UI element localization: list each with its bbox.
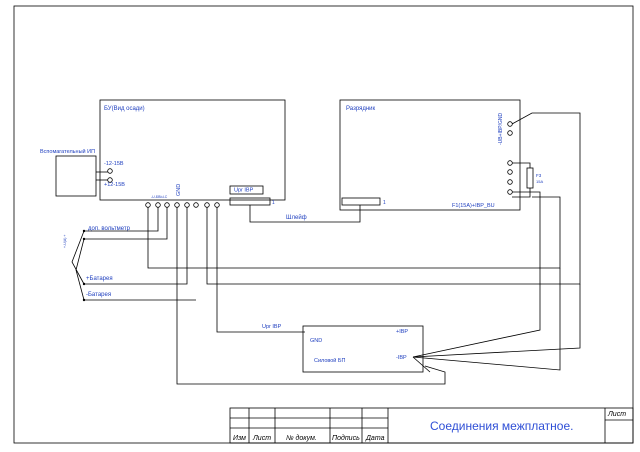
aux-psu-block: Вспомагательный ИП -12-15В +12-15В bbox=[40, 148, 125, 197]
loop-connector-left bbox=[229, 197, 271, 206]
power-psu-block: Upr IBP GND +IBP Силовой БП -IBP bbox=[262, 324, 424, 373]
title-izm: Изм bbox=[233, 435, 246, 442]
f1-label: F1(15A)+IBP_BU bbox=[452, 203, 495, 209]
title-doc: № докум. bbox=[286, 434, 317, 442]
title-block: Изм Лист № докум. Подпись Дата Соединени… bbox=[229, 407, 634, 444]
discharger-block: Разрядник -UB+IBP/GND 1 F1(15A)+IBP_BU F… bbox=[339, 99, 555, 211]
control-unit-block: БУ(Вид осади) GND -U-БВЫ-С Upr IBP 1 bbox=[99, 99, 286, 206]
loop-label: Шлейф bbox=[286, 214, 307, 221]
minus-12-label: -12-15В bbox=[104, 161, 124, 167]
pin-1-left: 1 bbox=[272, 200, 275, 206]
psu-gnd-label: GND bbox=[310, 338, 322, 344]
voltmeter-label: доп. вольтметр bbox=[88, 226, 131, 232]
fuse-rating-label: 15A bbox=[536, 179, 543, 184]
aux-psu-label: Вспомагательный ИП bbox=[40, 148, 95, 155]
title-list: Лист bbox=[252, 435, 271, 442]
title-sign: Подпись bbox=[332, 434, 360, 442]
battery-plus-label: +Батарея bbox=[86, 276, 113, 282]
upr-ibp-connector bbox=[229, 185, 264, 195]
minus-u-label: -U-БВЫ-С bbox=[151, 195, 168, 199]
fuse-label: F3 bbox=[536, 173, 542, 178]
control-unit-label: БУ(Вид осади) bbox=[104, 106, 145, 112]
gnd-label: GND bbox=[176, 184, 182, 196]
battery-minus-label: -Батарея bbox=[86, 292, 111, 298]
plus-12-label: +12-15В bbox=[104, 182, 125, 188]
power-psu-label: Силовой БП bbox=[314, 357, 346, 364]
title-date: Дата bbox=[365, 435, 385, 442]
loop-connector-right bbox=[341, 197, 381, 206]
control-unit-terminals bbox=[145, 202, 220, 208]
voltmeter-vertical-label: +-U(A) + bbox=[63, 235, 67, 248]
psu-minus-label: -IBP bbox=[396, 355, 407, 361]
discharger-top-label: -UB+IBP/GND bbox=[498, 113, 504, 145]
upr-ibp-label: Upr IBP bbox=[234, 188, 254, 194]
drawing-title: Соединения межплатное. bbox=[430, 419, 573, 433]
psu-plus-label: +IBP bbox=[396, 329, 408, 335]
pin-1-right: 1 bbox=[383, 200, 386, 206]
title-sheet: Лист bbox=[607, 411, 626, 418]
upr-ibp-low-label: Upr IBP bbox=[262, 324, 282, 330]
fuse-symbol bbox=[526, 167, 534, 189]
discharger-label: Разрядник bbox=[346, 106, 376, 112]
